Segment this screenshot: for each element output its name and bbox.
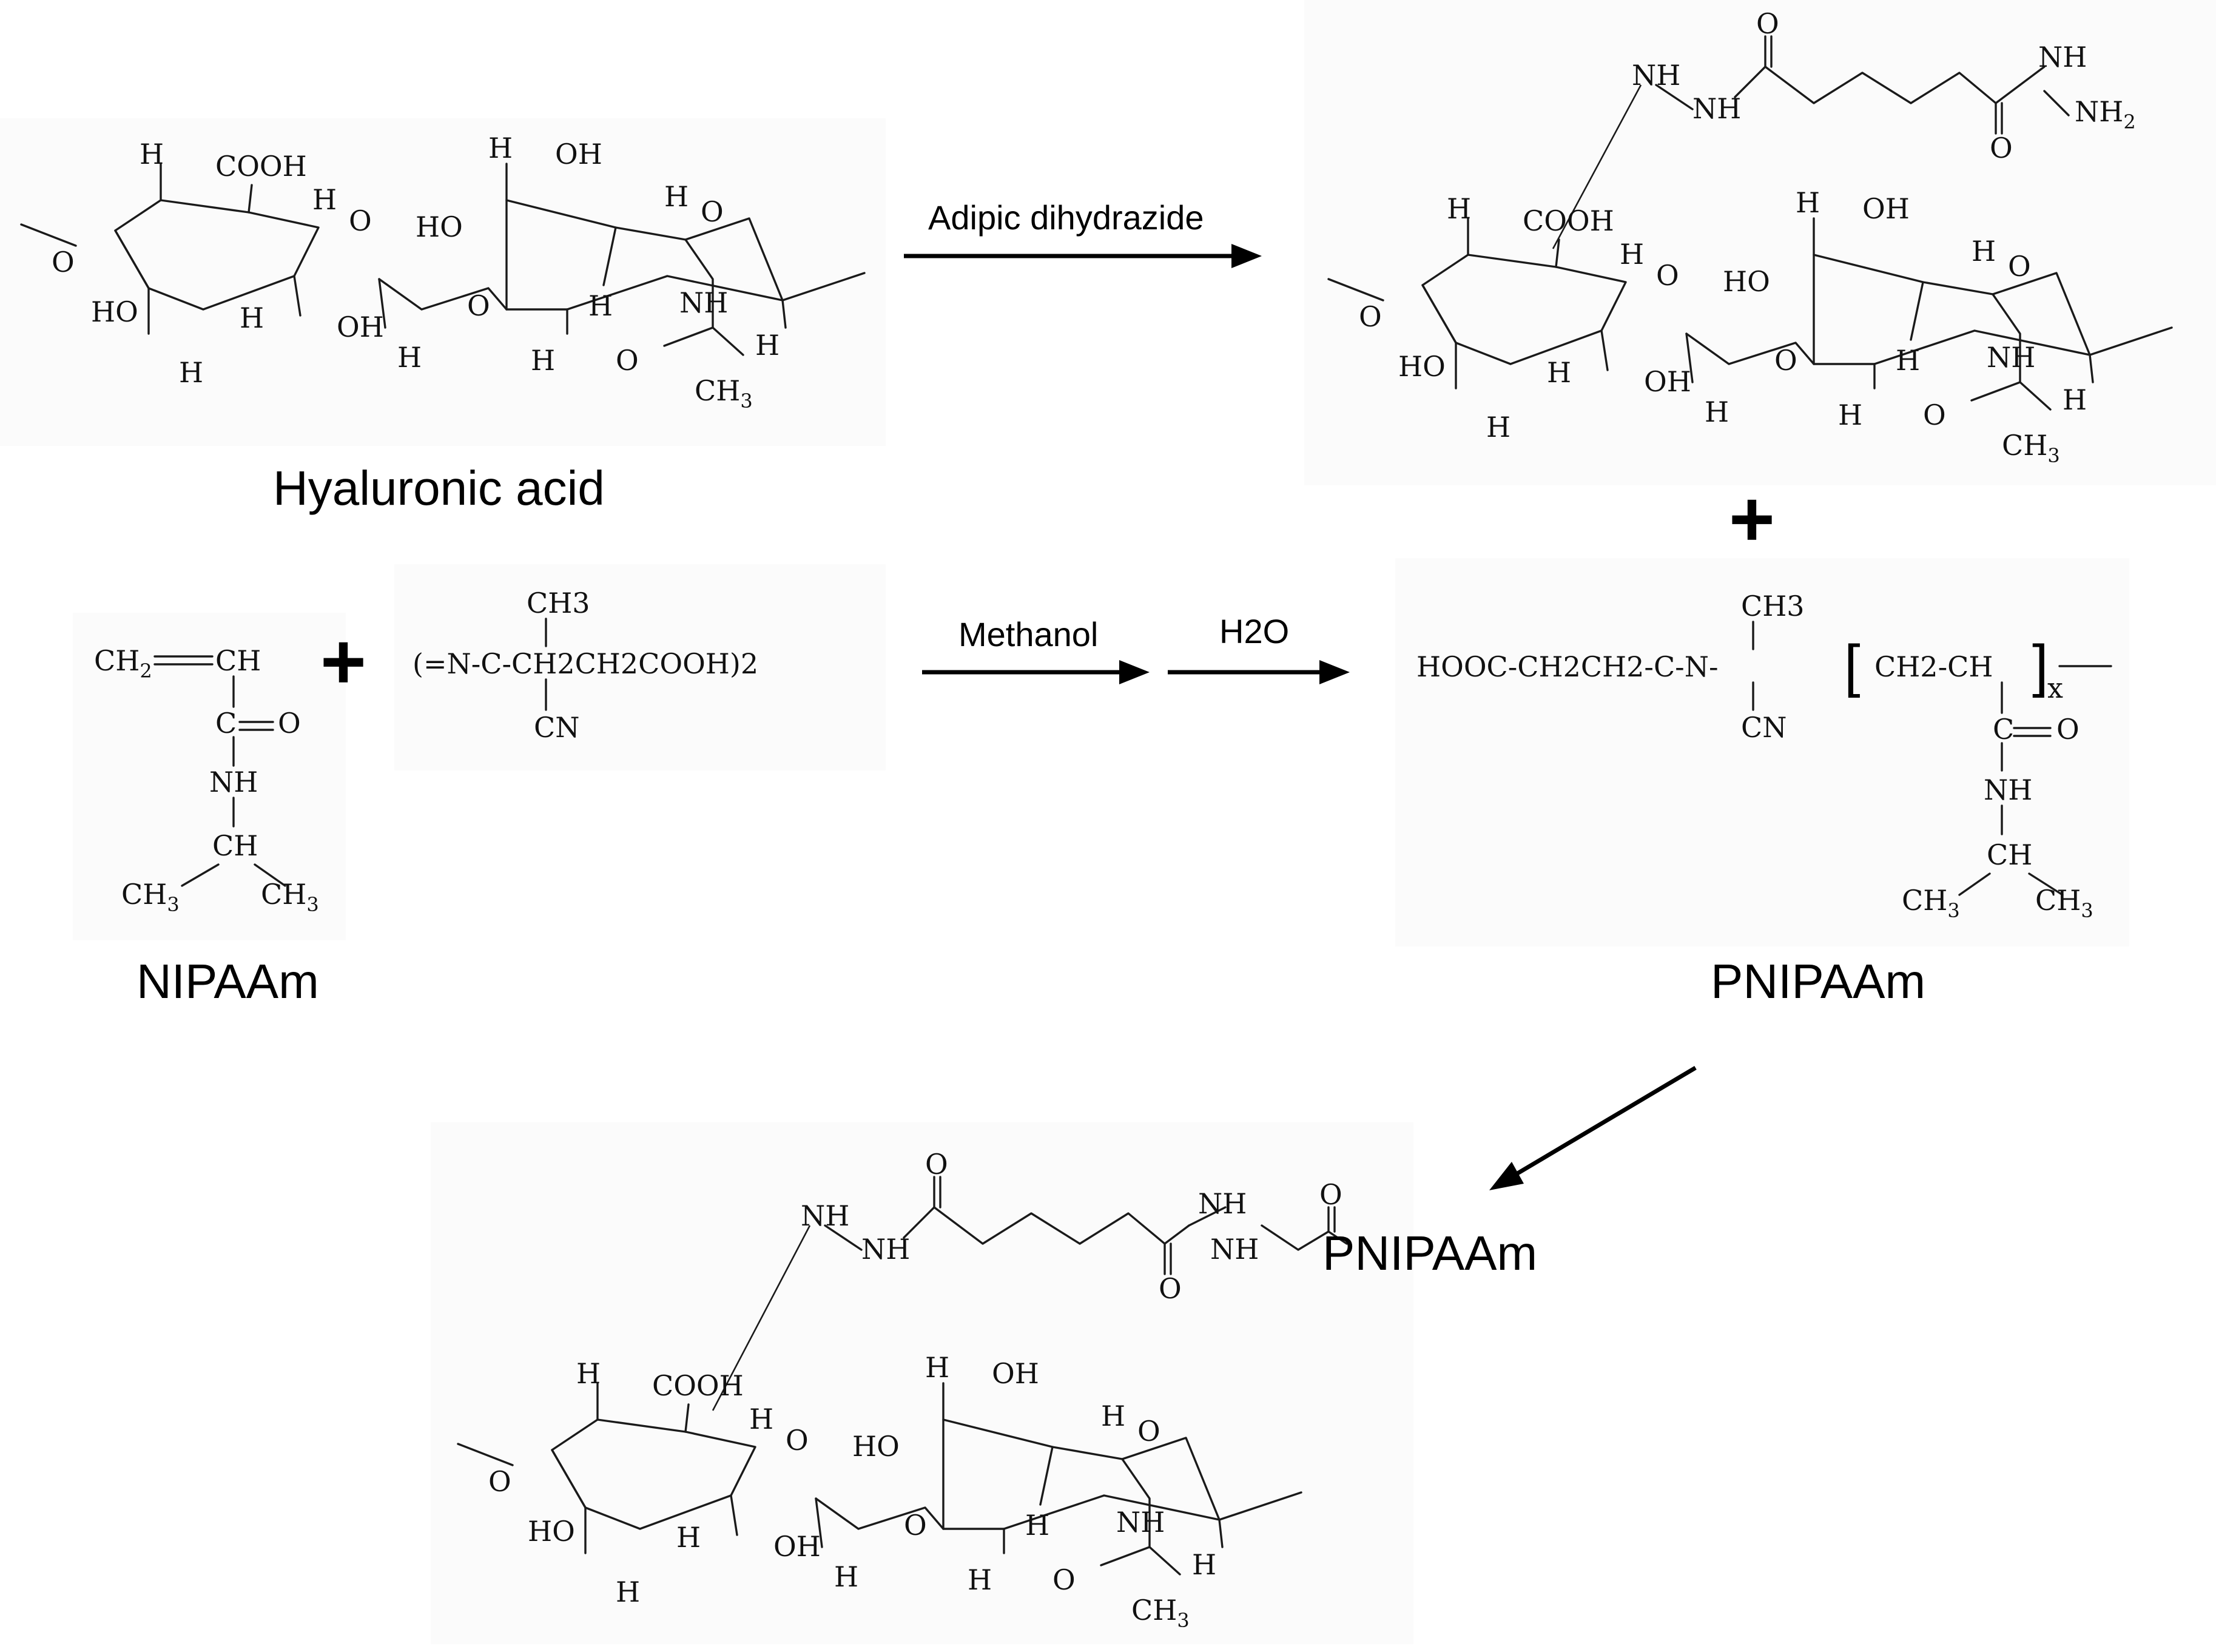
svg-text:C: C bbox=[215, 707, 237, 740]
methanol-arrow bbox=[922, 660, 1150, 684]
svg-text:CH3: CH3 bbox=[1741, 590, 1805, 622]
plus-sign-left: + bbox=[320, 617, 366, 706]
svg-text:CN: CN bbox=[534, 711, 579, 744]
hyaluronic-acid-label: Hyaluronic acid bbox=[273, 461, 605, 515]
svg-text:O: O bbox=[2056, 713, 2080, 746]
water-condition: H2O bbox=[1219, 612, 1289, 650]
svg-text:CH: CH bbox=[212, 829, 258, 862]
adipic-arrow bbox=[904, 244, 1262, 268]
svg-text:CH: CH bbox=[1987, 838, 2032, 871]
svg-text:[: [ bbox=[1844, 633, 1861, 698]
product-pnipaam-tail: PNIPAAm bbox=[1322, 1226, 1537, 1280]
svg-text:NH: NH bbox=[1210, 1233, 1259, 1266]
conjugate-linker: NH NH O bbox=[800, 1147, 1348, 1306]
svg-text:x: x bbox=[2047, 672, 2063, 704]
pnipaam-structure: CH3 HOOC-CH2CH2-C-N- [ CH2-CH ] x CN C O… bbox=[1416, 590, 2112, 922]
conjugation-arrow bbox=[1489, 1065, 1697, 1190]
initiator-formula: (=N-C-CH2CH2COOH)2 bbox=[413, 647, 758, 680]
svg-text:NH: NH bbox=[1984, 774, 2032, 806]
pnipaam-chain: HOOC-CH2CH2-C-N- bbox=[1416, 650, 1719, 683]
initiator-structure: CH3 (=N-C-CH2CH2COOH)2 CN bbox=[413, 587, 758, 744]
nipaam-structure: CH2 CH C O NH CH CH3 CH3 bbox=[94, 644, 319, 916]
svg-text:]: ] bbox=[2032, 633, 2049, 698]
svg-text:NH: NH bbox=[209, 766, 258, 798]
pnipaam-label: PNIPAAm bbox=[1711, 954, 1925, 1008]
plus-sign-right: + bbox=[1729, 474, 1775, 563]
svg-text:CH3: CH3 bbox=[527, 587, 590, 619]
svg-text:CN: CN bbox=[1741, 711, 1787, 744]
svg-text:CH: CH bbox=[215, 644, 261, 677]
svg-text:O: O bbox=[278, 707, 301, 740]
svg-text:O: O bbox=[1319, 1178, 1342, 1211]
methanol-condition: Methanol bbox=[958, 615, 1098, 653]
water-arrow bbox=[1168, 660, 1350, 684]
svg-text:CH2-CH: CH2-CH bbox=[1874, 650, 1993, 683]
svg-text:NH: NH bbox=[2038, 41, 2087, 73]
adipic-condition: Adipic dihydrazide bbox=[928, 198, 1204, 237]
svg-text:C: C bbox=[1993, 713, 2014, 746]
nipaam-label: NIPAAm bbox=[136, 954, 319, 1008]
svg-text:NH: NH bbox=[1198, 1187, 1247, 1220]
